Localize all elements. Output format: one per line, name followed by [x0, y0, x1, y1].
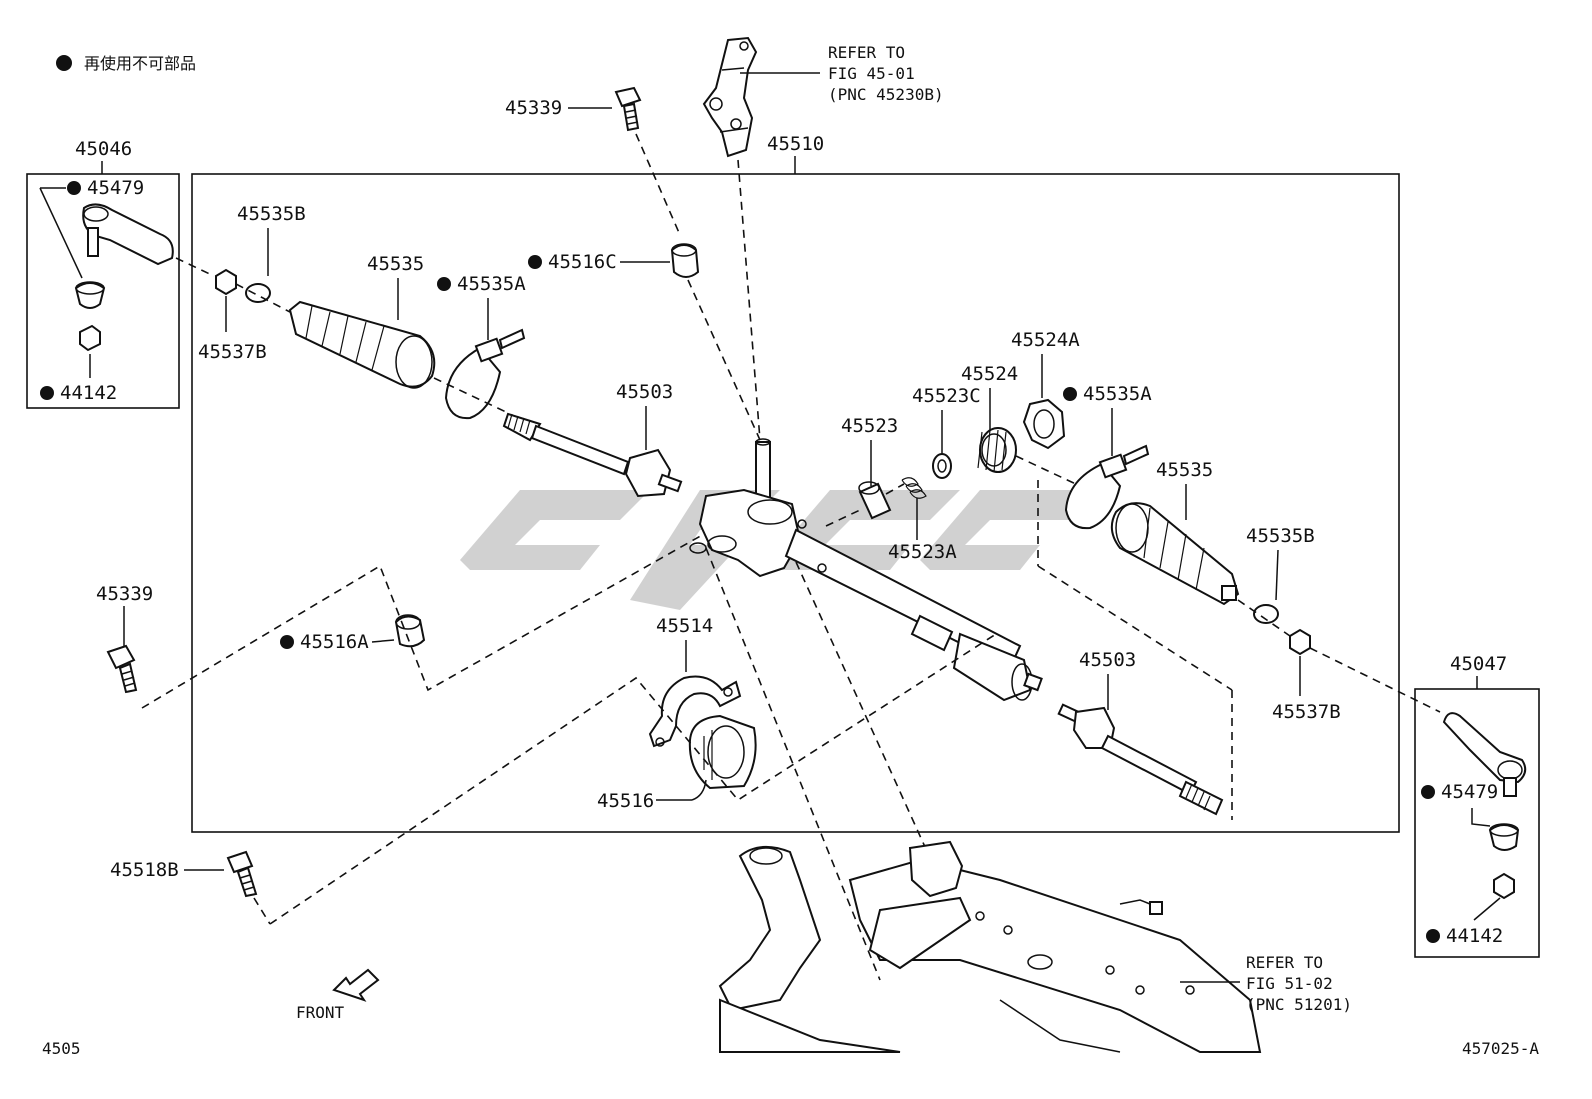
part-45535-right-label[interactable]: 45535 — [1156, 459, 1213, 481]
clamp-45535A-right-drawing — [1064, 444, 1150, 530]
part-45339-top-label[interactable]: 45339 — [505, 97, 562, 119]
part-45516-label[interactable]: 45516 — [597, 790, 654, 812]
bushing-45516A-drawing — [394, 614, 426, 648]
part-44142-right-label[interactable]: 44142 — [1446, 925, 1503, 947]
part-45535-left-label[interactable]: 45535 — [367, 253, 424, 275]
left-group-box — [26, 173, 180, 409]
part-45535A-right-label[interactable]: 45535A — [1083, 383, 1152, 405]
right-group-number[interactable]: 45047 — [1450, 653, 1507, 675]
part-45339-left-label[interactable]: 45339 — [96, 583, 153, 605]
steering-gear-housing-drawing — [689, 438, 1043, 702]
non-reusable-bullet-icon — [1421, 785, 1435, 799]
clip-45535B-right-drawing — [1253, 604, 1279, 624]
washer-45523C-drawing — [932, 453, 952, 479]
footer-left-code: 4505 — [42, 1039, 81, 1058]
footer-right-code: 457025-A — [1462, 1039, 1539, 1058]
nut-45537B-left-drawing — [215, 268, 237, 296]
part-45479-left-label[interactable]: 45479 — [87, 177, 144, 199]
front-arrow-icon — [332, 968, 380, 1002]
boot-45479-right-drawing — [1488, 823, 1520, 851]
part-45516C-label[interactable]: 45516C — [548, 251, 617, 273]
non-reusable-bullet-icon — [528, 255, 542, 269]
nut-45537B-right-drawing — [1289, 628, 1311, 656]
ref-bottom-line3: (PNC 51201) — [1246, 995, 1352, 1014]
ref-top-line2[interactable]: FIG 45-01 — [828, 64, 915, 83]
non-reusable-bullet-icon — [1063, 387, 1077, 401]
boot-45479-left-drawing — [74, 281, 106, 309]
bushing-45516C-drawing — [670, 243, 700, 278]
nut-44142-right-drawing — [1493, 872, 1515, 900]
part-45479-right-label[interactable]: 45479 — [1441, 781, 1498, 803]
non-reusable-bullet-icon — [280, 635, 294, 649]
ref-bottom-line2[interactable]: FIG 51-02 — [1246, 974, 1333, 993]
part-45523-label[interactable]: 45523 — [841, 415, 898, 437]
part-45535A-left-label[interactable]: 45535A — [457, 273, 526, 295]
ref-top-line3: (PNC 45230B) — [828, 85, 944, 104]
boot-45535-left-drawing — [288, 300, 436, 389]
part-44142-left-label[interactable]: 44142 — [60, 382, 117, 404]
part-45514-label[interactable]: 45514 — [656, 615, 713, 637]
ref-top-line1: REFER TO — [828, 43, 905, 62]
part-45503-right-label[interactable]: 45503 — [1079, 649, 1136, 671]
part-45537B-left-label[interactable]: 45537B — [198, 341, 267, 363]
pitman-arm-left-drawing — [82, 203, 174, 266]
tie-rod-end-right-drawing — [1442, 712, 1527, 797]
legend-text: 再使用不可部品 — [84, 54, 196, 73]
left-group-number[interactable]: 45046 — [75, 138, 132, 160]
part-45535B-right-label[interactable]: 45535B — [1246, 525, 1315, 547]
bolt-45339-left-drawing — [106, 644, 138, 694]
part-45523A-label[interactable]: 45523A — [888, 541, 957, 563]
part-45537B-right-label[interactable]: 45537B — [1272, 701, 1341, 723]
non-reusable-bullet-icon — [67, 181, 81, 195]
plug-45523-drawing — [858, 481, 892, 520]
bushing-45516-drawing — [688, 714, 757, 790]
bracket-45514-drawing — [648, 675, 742, 748]
ref-bottom-line1: REFER TO — [1246, 953, 1323, 972]
part-45518B-label[interactable]: 45518B — [110, 859, 179, 881]
nut-44142-left-drawing — [79, 324, 101, 352]
locknut-45524A-drawing — [1022, 398, 1066, 450]
part-45524-label[interactable]: 45524 — [961, 363, 1018, 385]
boot-45535-right-drawing — [1110, 502, 1240, 606]
part-45524A-label[interactable]: 45524A — [1011, 329, 1080, 351]
part-45516A-label[interactable]: 45516A — [300, 631, 369, 653]
legend-bullet-icon — [56, 55, 72, 71]
part-45535B-left-label[interactable]: 45535B — [237, 203, 306, 225]
non-reusable-bullet-icon — [1426, 929, 1440, 943]
part-45503-left-label[interactable]: 45503 — [616, 381, 673, 403]
tie-rod-45503-left-drawing — [502, 412, 683, 498]
non-reusable-bullet-icon — [437, 277, 451, 291]
subframe-drawing — [718, 840, 1262, 1053]
front-label: FRONT — [296, 1003, 345, 1022]
spring-45523A-drawing — [901, 477, 927, 499]
part-45523C-label[interactable]: 45523C — [912, 385, 981, 407]
adjuster-45524-drawing — [977, 427, 1017, 473]
bolt-45339-top-drawing — [614, 86, 642, 132]
clip-45535B-left-drawing — [245, 283, 271, 303]
tie-rod-45503-right-drawing — [1057, 703, 1224, 816]
steering-joint-drawing — [702, 36, 758, 158]
bolt-45518B-drawing — [226, 850, 258, 898]
non-reusable-bullet-icon — [40, 386, 54, 400]
clamp-45535A-left-drawing — [444, 328, 526, 420]
main-assembly-number[interactable]: 45510 — [767, 133, 824, 155]
